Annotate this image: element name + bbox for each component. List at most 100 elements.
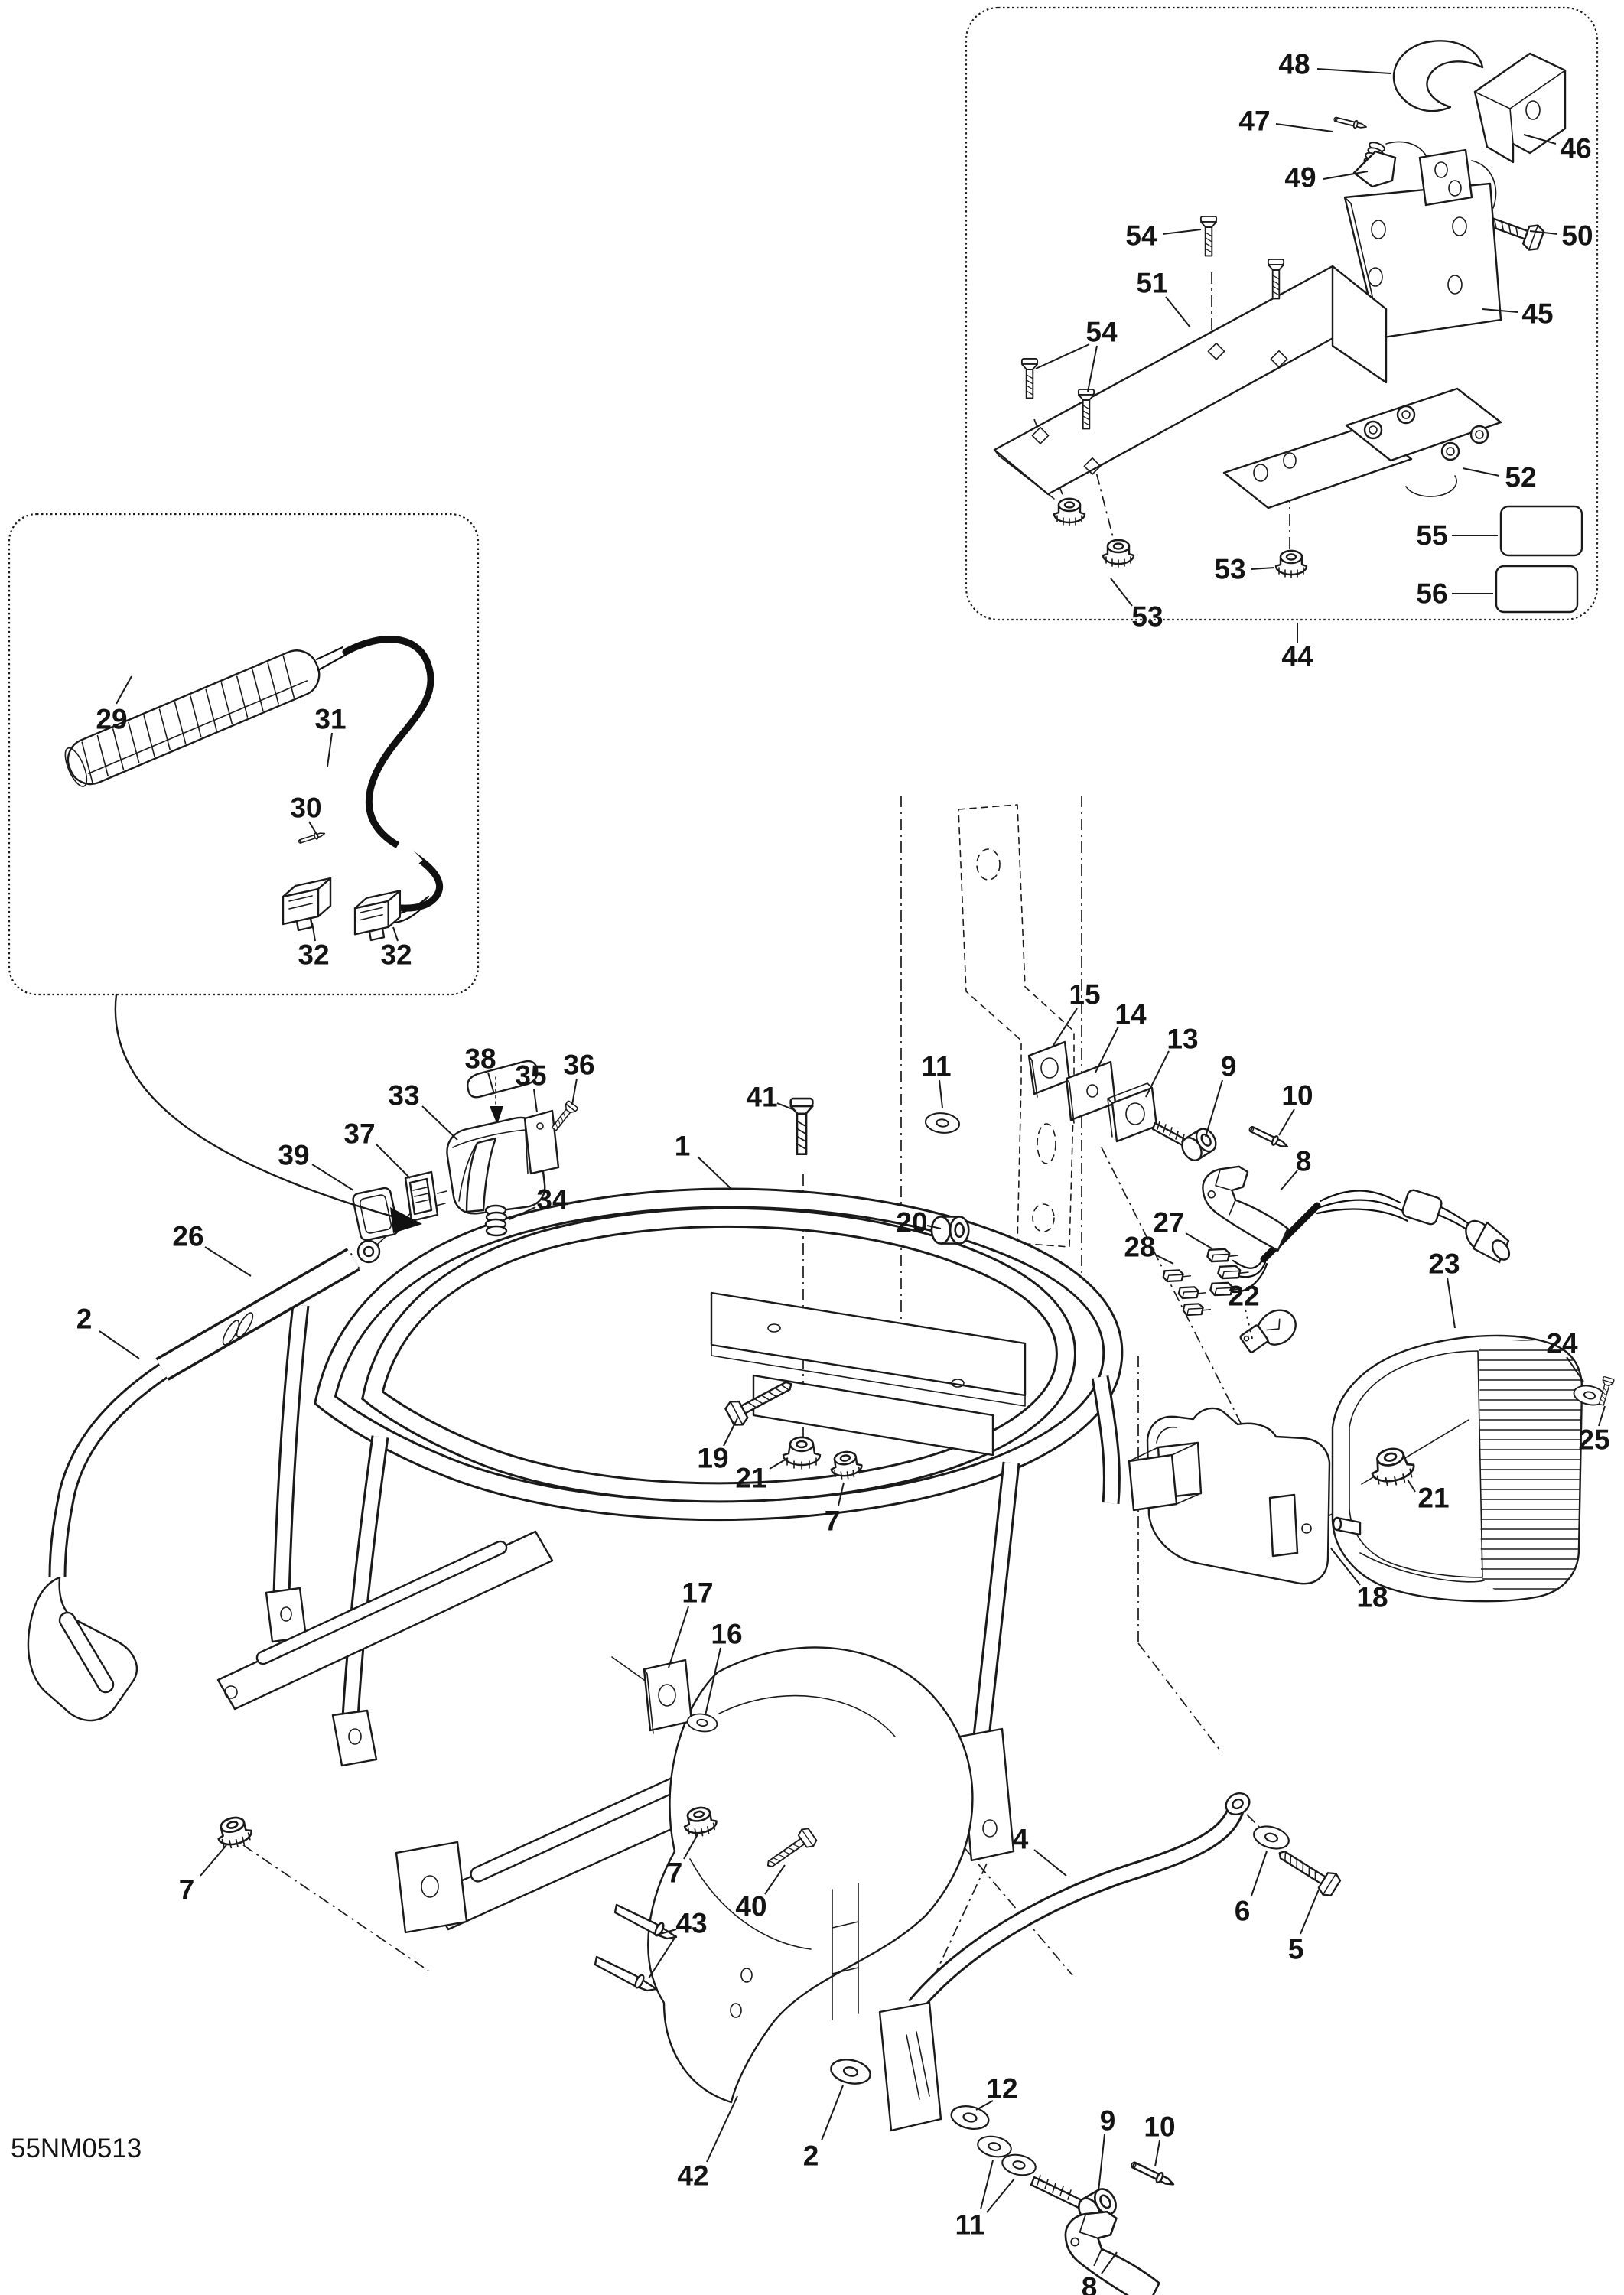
callout-49-2: 49 [1284,162,1369,194]
bulb-22 [1239,1309,1297,1353]
callout-34-26: 34 [509,1184,568,1220]
callout-number-30: 30 [290,793,321,824]
callout-39-25: 39 [278,1140,354,1191]
callout-8-65: 8 [1082,2251,1118,2295]
callout-number-14: 14 [1115,999,1147,1030]
hairpin-clip-48 [1392,40,1484,112]
support-bracket-52 [1222,387,1502,509]
callout-4-57: 4 [1013,1824,1067,1877]
callout-21-45: 21 [1407,1479,1450,1514]
callout-number-26: 26 [172,1221,203,1252]
callout-32-19: 32 [380,926,412,971]
callout-33-21: 33 [388,1080,458,1141]
lens-hatch-texture [1479,1340,1582,1590]
grip-heater-kit-box [8,513,480,996]
callout-number-37: 37 [343,1118,375,1150]
callout-number-53: 53 [1214,554,1245,585]
decal-56-box [1495,565,1579,614]
cotter-pin-47 [1333,114,1369,132]
callout-number-36: 36 [563,1050,594,1081]
shoulder-bolt-9-bottom [1030,2175,1121,2228]
callout-number-51: 51 [1136,268,1167,299]
spade-terminals-loose [1161,1265,1212,1321]
callout-number-24: 24 [1546,1328,1578,1359]
callout-54-5: 54 [1125,220,1202,252]
callout-14-33: 14 [1095,999,1147,1073]
switch-decal [467,1060,539,1099]
cover-bracket-46 [1473,52,1567,164]
callout-6-58: 6 [1235,1851,1268,1927]
flange-nut-53-a [1053,497,1086,527]
callout-number-32: 32 [298,939,329,971]
callout-number-4: 4 [1013,1824,1029,1855]
hanger-strap-dashed [958,804,1075,1248]
callout-number-38: 38 [464,1043,496,1075]
callout-number-53: 53 [1131,601,1163,633]
callout-53-10: 53 [1214,554,1275,585]
taillight-bracket-kit-box [965,6,1599,621]
washer-11-top [923,1110,962,1136]
switch-housing [446,1116,546,1215]
callout-number-21: 21 [1417,1483,1449,1514]
latch-8-bottom [1056,2205,1170,2295]
callout-43-54: 43 [648,1908,708,1979]
switch-cluster [352,1060,579,1242]
callout-number-55: 55 [1416,520,1447,552]
bracket-nuts [1363,405,1489,461]
callout-number-22: 22 [1228,1281,1259,1312]
callout-2-28: 2 [76,1304,140,1359]
callout-number-7: 7 [825,1506,841,1537]
callout-number-49: 49 [1284,162,1316,194]
callout-number-34: 34 [536,1184,568,1216]
callout-number-11: 11 [921,1051,951,1082]
callout-number-31: 31 [314,704,346,735]
callout-number-56: 56 [1416,578,1447,610]
callout-number-54: 54 [1125,220,1157,252]
callout-17-50: 17 [668,1577,714,1668]
rocker-switch [404,1170,447,1222]
hitch-inset-parts [993,40,1567,579]
callout-45-8: 45 [1482,298,1554,330]
washer-2-bottom [828,2055,874,2088]
rear-support-tube [878,1792,1251,2132]
callout-number-50: 50 [1561,220,1593,252]
washer-12 [948,2101,992,2134]
install-pointer-arrow [114,993,422,1233]
callout-2-60: 2 [803,2085,844,2172]
callout-number-33: 33 [388,1080,419,1112]
hex-bolt-5 [1271,1841,1343,1899]
callout-10-36: 10 [1278,1080,1313,1136]
callout-25-44: 25 [1578,1405,1610,1456]
callout-number-2: 2 [76,1304,93,1335]
harness-plug [1465,1219,1511,1264]
callout-number-11: 11 [955,2209,984,2241]
callout-number-8: 8 [1296,1146,1312,1177]
callout-32-18: 32 [298,922,330,971]
grip-heater-wire [315,636,444,924]
pivot-bracket-45 [1343,148,1502,343]
callout-30-17: 30 [290,793,322,838]
square-plate-17 [643,1659,693,1734]
callout-22-41: 22 [1228,1281,1260,1340]
callout-number-7: 7 [667,1857,683,1889]
callout-number-2: 2 [803,2140,819,2172]
callout-number-10: 10 [1281,1080,1313,1112]
grip-sleeve [155,1239,381,1381]
callout-7-49: 7 [825,1482,845,1537]
callout-number-54: 54 [1085,317,1118,348]
callout-number-46: 46 [1560,133,1591,164]
callout-19-47: 19 [697,1418,738,1474]
screw-54-c [1020,358,1039,399]
callout-number-21: 21 [735,1463,766,1494]
callout-number-8: 8 [1082,2272,1098,2295]
switch-spring [484,1204,508,1237]
frame-mounting-plates [710,1291,1027,1457]
shoulder-bolt-9-top [1151,1121,1221,1165]
mount-plate-51 [993,265,1388,500]
taillight-wiring-harness [1161,1189,1511,1321]
callout-40-53: 40 [735,1864,786,1922]
flange-nut-53-b [1102,539,1135,568]
callout-number-7: 7 [179,1874,195,1906]
